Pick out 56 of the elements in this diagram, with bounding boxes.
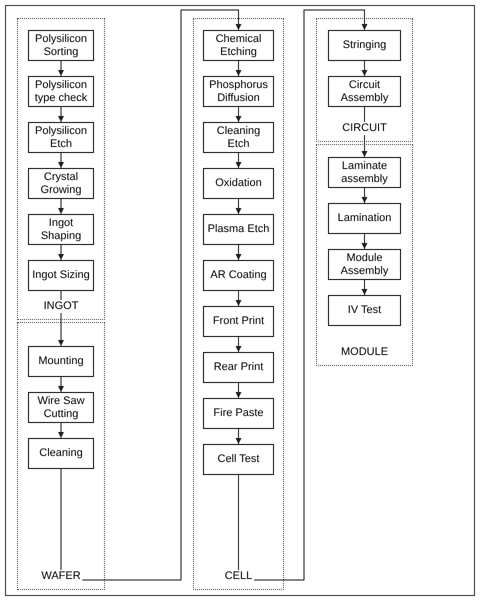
process-box: Stringing	[328, 30, 401, 61]
arrow	[238, 10, 368, 580]
arrow	[362, 280, 368, 296]
arrow	[58, 244, 64, 260]
arrow	[236, 336, 242, 352]
process-box: Crystal Growing	[28, 168, 94, 199]
process-box: Polysilicon type check	[28, 76, 94, 107]
group-label: WAFER	[39, 570, 83, 583]
arrow	[58, 422, 64, 438]
process-box: Polysilicon Sorting	[28, 30, 94, 61]
arrow	[362, 188, 368, 204]
process-box: Plasma Etch	[203, 214, 274, 245]
arrow	[60, 10, 242, 580]
process-box: Cleaning	[28, 438, 94, 469]
process-box: Oxidation	[203, 168, 274, 199]
process-box: Lamination	[328, 203, 401, 234]
process-box: Front Print	[203, 306, 274, 337]
group-label: INGOT	[42, 300, 80, 313]
arrow	[362, 234, 368, 250]
process-box: Cleaning Etch	[203, 122, 274, 153]
dotted-group-frame	[316, 144, 413, 366]
arrow	[58, 106, 64, 122]
dotted-group-frame	[193, 18, 284, 590]
arrow	[236, 244, 242, 260]
arrow	[58, 152, 64, 168]
group-label: CELL	[222, 570, 254, 583]
dotted-group-frame	[17, 322, 105, 590]
process-box: Wire Saw Cutting	[28, 392, 94, 423]
process-box: Fire Paste	[203, 398, 274, 429]
process-box: Mounting	[28, 346, 94, 377]
group-label: CIRCUIT	[340, 122, 389, 135]
process-box: Module Assembly	[328, 249, 401, 280]
process-box: AR Coating	[203, 260, 274, 291]
arrow	[236, 60, 242, 76]
process-box: Circuit Assembly	[328, 76, 401, 107]
arrow	[362, 60, 368, 76]
arrow	[236, 152, 242, 168]
process-box: IV Test	[328, 295, 401, 326]
process-box: Cell Test	[203, 444, 274, 475]
arrow	[58, 376, 64, 392]
arrow	[236, 290, 242, 306]
arrow	[236, 382, 242, 398]
process-box: Rear Print	[203, 352, 274, 383]
dotted-group-frame	[17, 18, 105, 320]
arrow	[58, 60, 64, 76]
process-box: Polysilicon Etch	[28, 122, 94, 153]
process-box: Ingot Shaping	[28, 214, 94, 245]
arrow	[58, 198, 64, 214]
arrow	[236, 106, 242, 122]
arrow	[236, 198, 242, 214]
dotted-group-frame	[316, 18, 413, 142]
process-box: Ingot Sizing	[28, 260, 94, 291]
arrow	[236, 428, 242, 444]
process-box: Laminate assembly	[328, 157, 401, 188]
process-box: Chemical Etching	[203, 30, 274, 61]
process-box: Phosphorus Diffusion	[203, 76, 274, 107]
